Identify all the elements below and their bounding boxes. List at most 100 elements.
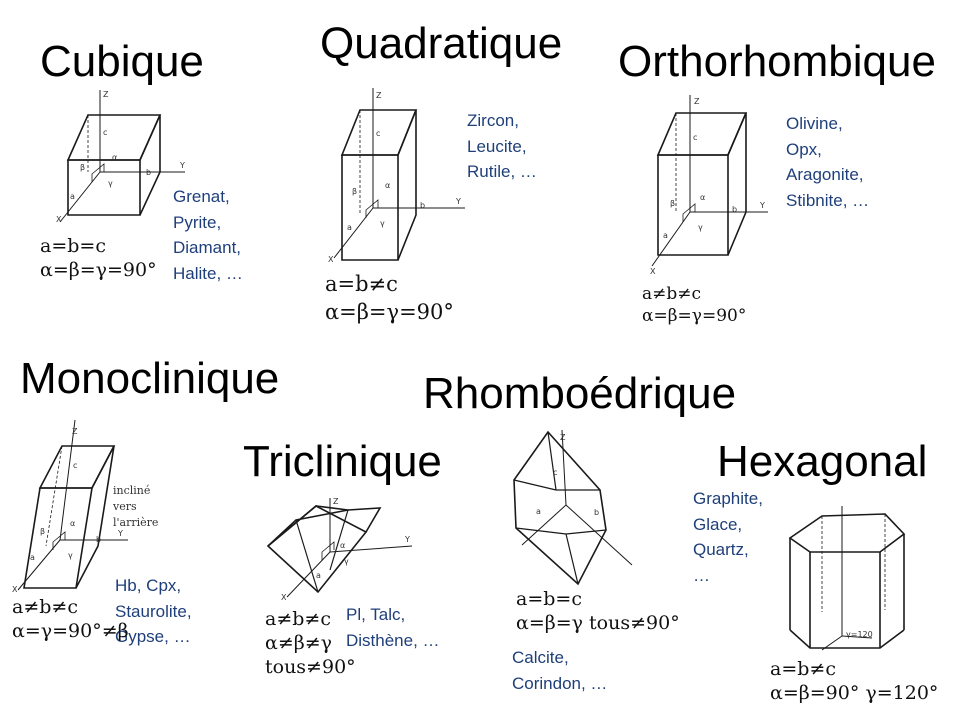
angle-box bbox=[365, 199, 379, 218]
hex-top-face bbox=[788, 513, 906, 553]
label-z: Z bbox=[333, 497, 339, 506]
formula-line: a=b=c bbox=[40, 235, 106, 257]
label-b: b bbox=[420, 201, 425, 210]
label-z: Z bbox=[694, 97, 700, 106]
formula-line: a=b≠c bbox=[325, 272, 398, 296]
formula-triclinique: a≠b≠c α≠β≠γ tous≠90° bbox=[265, 607, 356, 679]
label-beta: β bbox=[352, 187, 357, 196]
example-item: … bbox=[693, 565, 710, 585]
label-a: a bbox=[347, 223, 352, 232]
hex-inner-axis bbox=[821, 635, 843, 651]
label-beta: β bbox=[40, 527, 45, 536]
triclinic-cell-diagram: Z Y X a α γ bbox=[266, 497, 413, 602]
label-b: b bbox=[96, 535, 101, 544]
cell-front-face bbox=[657, 154, 729, 256]
cell-right-face bbox=[347, 507, 382, 533]
angle-box bbox=[91, 163, 105, 182]
cell-right-face bbox=[75, 445, 115, 589]
label-c: c bbox=[553, 468, 557, 477]
label-x: X bbox=[328, 255, 334, 264]
label-x: X bbox=[281, 593, 287, 602]
x-axis bbox=[651, 211, 691, 267]
label-gamma: γ bbox=[68, 551, 73, 560]
example-item: Olivine, bbox=[786, 114, 843, 133]
examples-rhomboedrique: Calcite, Corindon, … bbox=[512, 645, 607, 696]
formula-line: a≠b≠c bbox=[265, 608, 331, 630]
orthorhombic-cell-diagram: Z Y X c b a α β γ bbox=[650, 95, 768, 276]
cell-inner-edge bbox=[329, 509, 349, 571]
formula-hexagonal: a=b≠c α=β=90° γ=120° bbox=[770, 657, 938, 705]
formula-line: α=β=90° γ=120° bbox=[770, 682, 939, 704]
example-item: Quartz, bbox=[693, 540, 749, 559]
label-beta: β bbox=[80, 163, 85, 172]
label-c: c bbox=[376, 129, 380, 138]
examples-cubique: Grenat, Pyrite, Diamant, Halite, … bbox=[173, 184, 243, 286]
cell-hidden-edge bbox=[45, 445, 63, 547]
example-item: Pl, Talc, bbox=[346, 605, 406, 624]
label-alpha: α bbox=[700, 193, 705, 202]
formula-line: α≠β≠γ bbox=[265, 632, 333, 654]
x-axis bbox=[521, 504, 567, 546]
formula-line: a≠b≠c bbox=[12, 596, 78, 618]
example-item: Leucite, bbox=[467, 136, 527, 156]
z-axis bbox=[561, 429, 567, 506]
label-b: b bbox=[146, 168, 151, 177]
example-item: Aragonite, bbox=[786, 165, 864, 184]
y-axis bbox=[329, 545, 413, 553]
cell-right-face bbox=[397, 109, 417, 261]
z-axis bbox=[59, 419, 76, 541]
incline-note: l'arrière bbox=[113, 516, 158, 529]
example-item: Hb, Cpx, bbox=[115, 576, 182, 595]
examples-orthorhombique: Olivine, Opx, Aragonite, Stibnite, … bbox=[786, 111, 869, 213]
formula-line: α=β=γ=90° bbox=[642, 306, 747, 326]
rhombohedral-cell-diagram: Z c b a bbox=[513, 429, 633, 586]
formula-quadratique: a=b≠c α=β=γ=90° bbox=[325, 270, 454, 326]
label-a: a bbox=[663, 231, 668, 240]
cell-top-face bbox=[267, 505, 349, 547]
label-y: Y bbox=[759, 201, 765, 210]
title-hexagonal: Hexagonal bbox=[717, 437, 928, 486]
example-item: Halite, … bbox=[173, 263, 243, 283]
label-y: Y bbox=[179, 161, 185, 170]
formula-line: tous≠90° bbox=[265, 656, 356, 678]
formula-line: α=β=γ tous≠90° bbox=[516, 612, 680, 634]
label-y: Y bbox=[117, 529, 123, 538]
formula-rhomboedrique: a=b=c α=β=γ tous≠90° bbox=[516, 587, 680, 635]
label-x: X bbox=[12, 585, 18, 594]
angle-box bbox=[52, 531, 66, 550]
label-alpha: α bbox=[112, 153, 117, 162]
cell-right-face bbox=[727, 112, 747, 256]
label-gamma: γ bbox=[698, 223, 703, 232]
example-item: Stibnite, … bbox=[786, 190, 870, 210]
label-z: Z bbox=[103, 90, 109, 99]
label-gamma-120: γ=120 bbox=[846, 630, 873, 639]
title-quadratique: Quadratique bbox=[320, 19, 563, 68]
cell-edge bbox=[547, 431, 557, 491]
cell-top-face bbox=[656, 112, 748, 156]
examples-monoclinique: Hb, Cpx, Staurolite, Gypse, … bbox=[115, 573, 192, 650]
cell-edge bbox=[565, 533, 579, 585]
label-alpha: α bbox=[385, 181, 390, 190]
label-a: a bbox=[316, 571, 321, 580]
example-item: Staurolite, bbox=[115, 601, 192, 621]
label-gamma: γ bbox=[344, 557, 349, 566]
cubic-cell-diagram: Z Y X c b a α β γ bbox=[56, 90, 185, 224]
x-axis bbox=[59, 171, 101, 223]
formula-line: a≠b≠c bbox=[642, 284, 702, 304]
x-axis bbox=[333, 207, 374, 259]
x-axis bbox=[286, 551, 331, 598]
example-item: Graphite, bbox=[693, 489, 763, 508]
angle-box bbox=[682, 203, 696, 222]
label-c: c bbox=[73, 461, 77, 470]
label-x: X bbox=[650, 267, 656, 276]
cell-inner-edge bbox=[295, 519, 319, 593]
formula-line: a=b=c bbox=[516, 588, 582, 610]
examples-quadratique: Zircon, Leucite, Rutile, … bbox=[467, 108, 537, 185]
incline-note: vers bbox=[112, 500, 137, 513]
label-b: b bbox=[732, 205, 737, 214]
label-gamma: γ bbox=[380, 219, 385, 228]
cell-outline bbox=[513, 430, 607, 586]
incline-note: incliné bbox=[113, 484, 150, 497]
example-item: Calcite, bbox=[512, 648, 569, 667]
